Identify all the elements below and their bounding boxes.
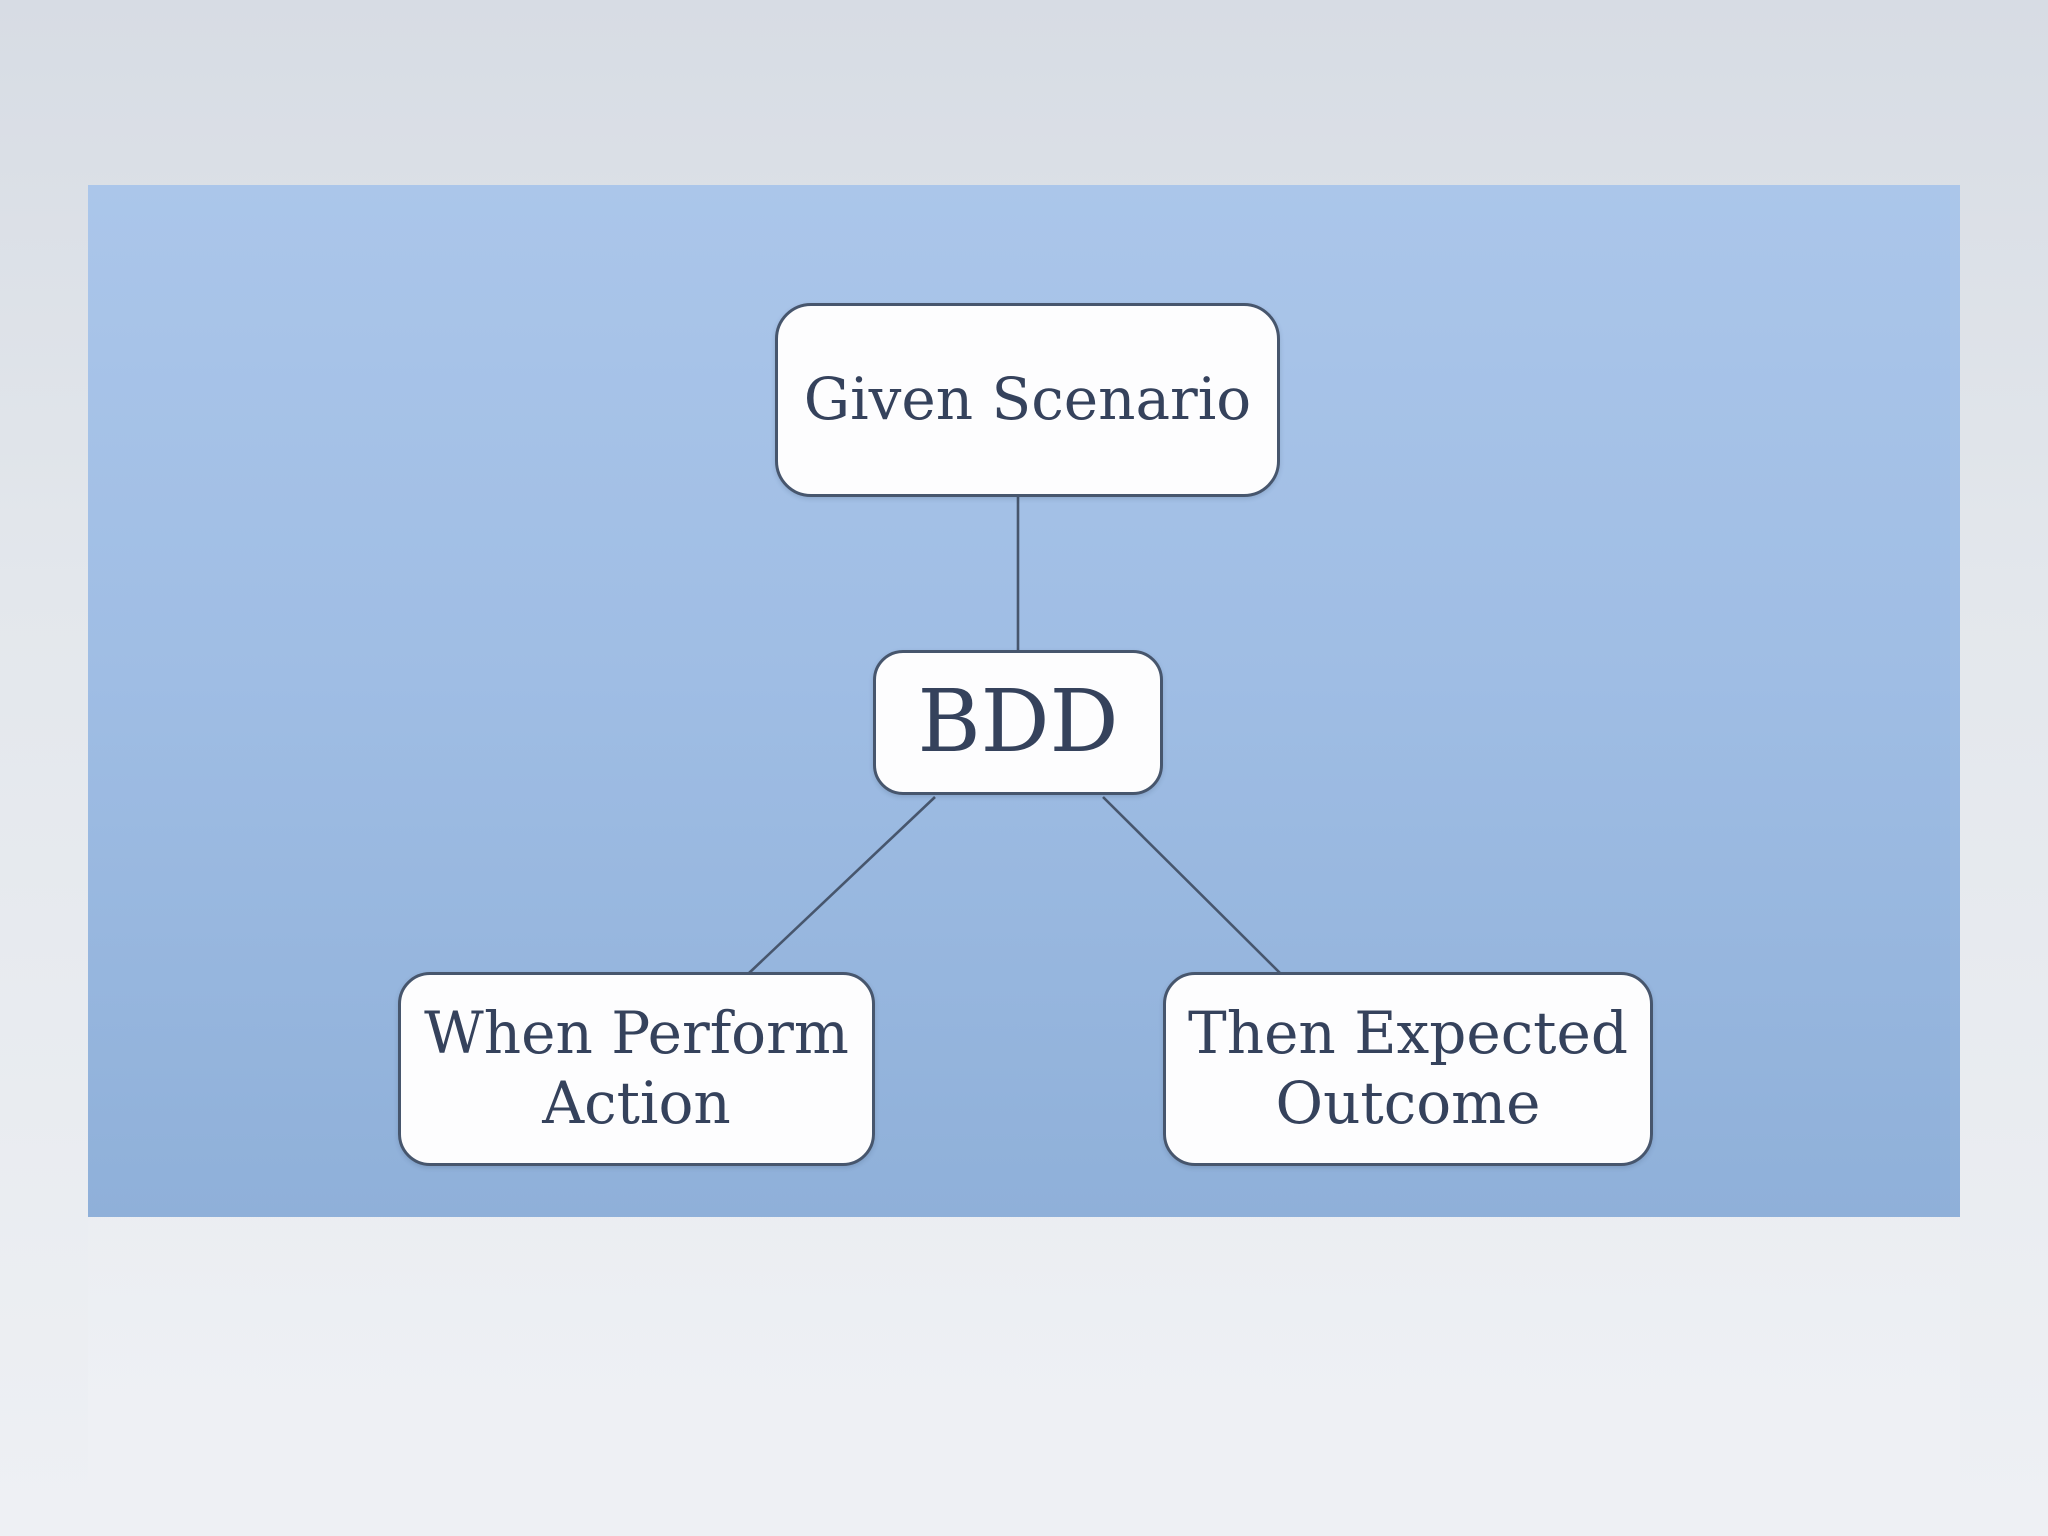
node-when-perform-action-label: When Perform Action — [424, 999, 849, 1137]
reflection-fade-overlay — [88, 1217, 1960, 1536]
node-given-scenario-label: Given Scenario — [803, 365, 1252, 434]
node-given-scenario: Given Scenario — [775, 303, 1280, 497]
connector-edges — [747, 495, 1282, 975]
node-bdd: BDD — [873, 650, 1163, 795]
edge-bdd-to-then-expected-outcome — [1102, 796, 1282, 975]
edge-bdd-to-when-perform-action — [747, 796, 936, 975]
node-bdd-label: BDD — [917, 671, 1119, 772]
node-then-expected-outcome-label: Then Expected Outcome — [1188, 999, 1628, 1137]
node-when-perform-action: When Perform Action — [398, 972, 875, 1166]
node-then-expected-outcome: Then Expected Outcome — [1163, 972, 1653, 1166]
slide: Given Scenario BDD When Perform Action T… — [88, 185, 1960, 1217]
slide-reflection: Given Scenario BDD When Perform Action T… — [88, 1217, 1960, 1536]
